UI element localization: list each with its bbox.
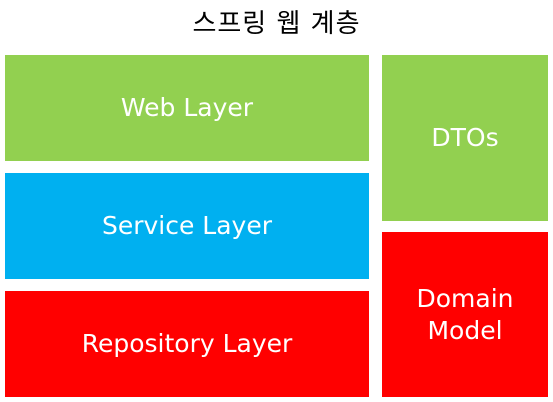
dtos-block: DTOs [382,55,548,221]
web-layer-block: Web Layer [5,55,369,161]
domain-model-label: Domain Model [416,283,514,345]
domain-model-block: Domain Model [382,232,548,397]
diagram-title: 스프링 웹 계층 [192,9,361,39]
web-layer-label: Web Layer [120,93,254,122]
service-layer-block: Service Layer [5,173,369,279]
repository-layer-label: Repository Layer [81,329,293,358]
service-layer-label: Service Layer [101,211,273,240]
repository-layer-block: Repository Layer [5,291,369,397]
dtos-label: DTOs [431,123,499,152]
